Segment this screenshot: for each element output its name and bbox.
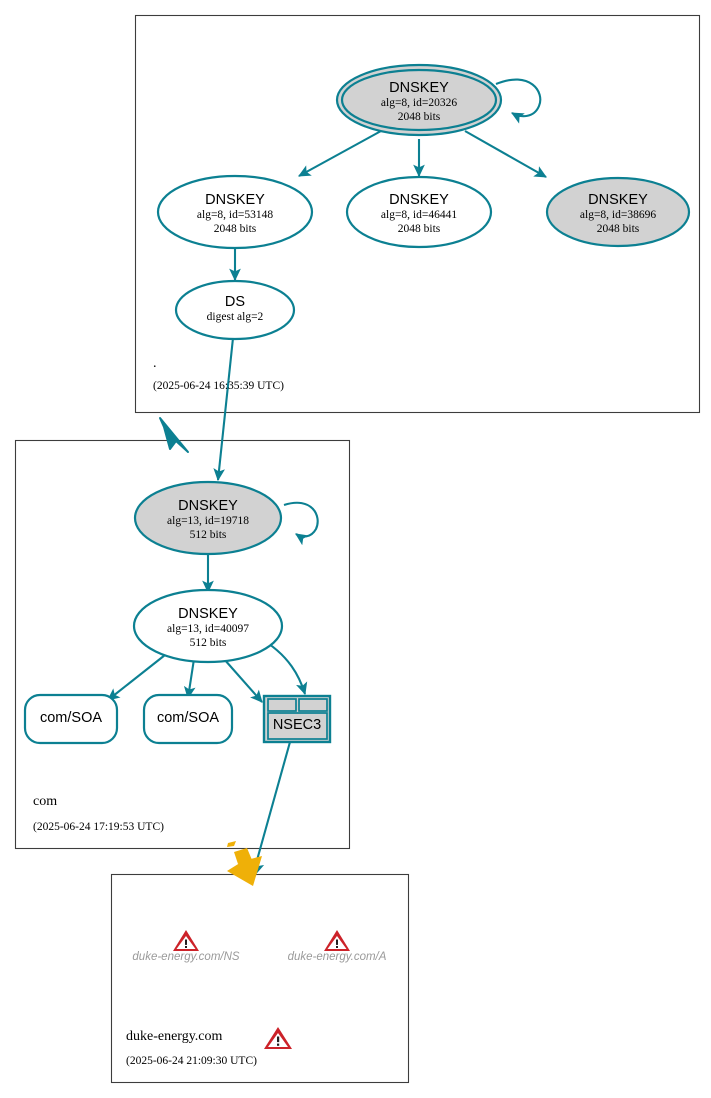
- edge-ds-to-com-ksk: [213, 337, 235, 482]
- zone-label-com: com: [33, 794, 58, 809]
- node-rrset-com-soa-1[interactable]: [23, 693, 119, 745]
- zone-box-duke-energy: [110, 873, 410, 1084]
- zone-timestamp-duke-energy: (2025-06-24 21:09:30 UTC): [126, 1055, 257, 1067]
- node-rrset-com-soa-1-label: com/SOA: [39, 710, 103, 726]
- edge-zsk-to-soa-2: [183, 658, 196, 700]
- node-dnskey-53148-size: 2048 bits: [213, 223, 257, 235]
- zone-timestamp-com: (2025-06-24 17:19:53 UTC): [33, 821, 164, 833]
- node-dnskey-40097[interactable]: [132, 588, 284, 664]
- warning-triangle-icon-zone: [264, 1027, 292, 1049]
- zone-label-root: .: [153, 356, 157, 371]
- node-ds-com[interactable]: [174, 279, 296, 341]
- node-dnskey-46441-title: DNSKEY: [389, 192, 449, 208]
- edge-ksk20326-to-53148: [298, 130, 382, 177]
- node-dnskey-40097-size: 512 bits: [189, 637, 227, 649]
- node-nsec3-label: NSEC3: [272, 717, 322, 733]
- node-dnskey-19718-size: 512 bits: [189, 529, 227, 541]
- zone-label-duke-energy: duke-energy.com: [126, 1029, 223, 1044]
- node-dnskey-40097-title: DNSKEY: [178, 606, 238, 622]
- edge-ksk20326-self: [495, 78, 542, 124]
- node-ds-title: DS: [224, 294, 246, 310]
- node-nsec3[interactable]: [262, 694, 332, 744]
- warning-triangle-icon-a: [324, 930, 350, 951]
- edge-ksk20326-to-38696: [464, 130, 547, 178]
- node-dnskey-38696-size: 2048 bits: [596, 223, 640, 235]
- node-rrset-com-soa-2-label: com/SOA: [156, 710, 220, 726]
- node-dnskey-20326-params: alg=8, id=20326: [380, 97, 458, 109]
- node-dnskey-46441-params: alg=8, id=46441: [380, 209, 458, 221]
- node-dnskey-19718-params: alg=13, id=19718: [167, 515, 249, 527]
- edge-nsec3-to-duke-energy: [248, 741, 292, 880]
- node-dnskey-19718[interactable]: [133, 480, 283, 556]
- node-dnskey-46441[interactable]: [345, 175, 493, 249]
- node-dnskey-40097-params: alg=13, id=40097: [167, 623, 249, 635]
- node-dnskey-20326-title: DNSKEY: [389, 80, 449, 96]
- node-dnskey-53148-params: alg=8, id=53148: [196, 209, 274, 221]
- node-dnskey-38696[interactable]: [545, 176, 691, 248]
- node-rrset-com-soa-2[interactable]: [142, 693, 234, 745]
- zone-timestamp-root: (2025-06-24 16:35:39 UTC): [153, 380, 284, 392]
- node-dnskey-38696-title: DNSKEY: [588, 192, 648, 208]
- node-ds-params: digest alg=2: [206, 311, 264, 323]
- node-dnskey-53148-title: DNSKEY: [205, 192, 265, 208]
- node-dnskey-20326-size: 2048 bits: [397, 111, 441, 123]
- node-dnskey-38696-params: alg=8, id=38696: [579, 209, 657, 221]
- edge-zsk-to-soa-1: [107, 654, 166, 701]
- lightning-bolt-icon: [227, 841, 262, 886]
- ghost-rrset-ns-label: duke-energy.com/NS: [132, 951, 240, 963]
- node-dnskey-46441-size: 2048 bits: [397, 223, 441, 235]
- edge-zsk-to-nsec3-a: [223, 658, 263, 703]
- node-dnskey-19718-title: DNSKEY: [178, 498, 238, 514]
- node-dnskey-53148[interactable]: [156, 174, 314, 250]
- node-dnskey-20326[interactable]: [340, 68, 498, 132]
- warning-triangle-icon-ns: [173, 930, 199, 951]
- edge-com-ksk-self: [283, 501, 319, 546]
- delegation-arrow-root-to-com: [159, 417, 189, 453]
- ghost-rrset-a-label: duke-energy.com/A: [287, 951, 387, 963]
